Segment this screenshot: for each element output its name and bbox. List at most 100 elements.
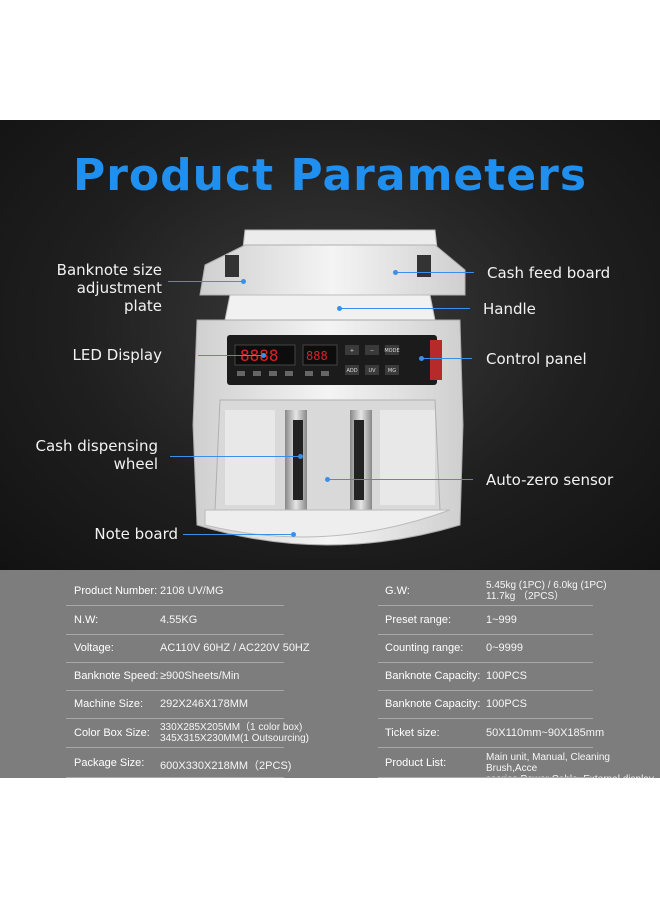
spec-key: Preset range: <box>385 614 452 626</box>
spec-key: Package Size: <box>74 757 145 769</box>
spec-value: 2108 UV/MG <box>160 585 224 597</box>
spec-divider <box>378 690 593 691</box>
callout-line-cash-dispensing <box>170 456 300 457</box>
spec-key: Product List: <box>385 757 447 769</box>
spec-row: Banknote Capacity: <box>385 670 480 682</box>
spec-key: G.W: <box>385 585 410 597</box>
spec-divider <box>66 662 284 663</box>
button-minus: − <box>370 348 374 354</box>
callout-banknote-size-line1: Banknote size <box>56 261 162 279</box>
spec-value-line: 345X315X230MM(1 Outsourcing) <box>160 733 309 744</box>
callout-auto-zero-sensor: Auto-zero sensor <box>486 471 614 489</box>
spec-key: Banknote Speed: <box>74 670 159 682</box>
page-title: Product Parameters <box>72 150 588 201</box>
spec-key: Ticket size: <box>385 727 440 739</box>
spec-row: Product Number: <box>74 585 157 597</box>
spec-divider <box>66 777 284 778</box>
spec-key: Machine Size: <box>74 698 144 710</box>
spec-value-line: 330X285X205MM（1 color box) <box>160 722 303 733</box>
spec-key: Counting range: <box>385 642 464 654</box>
callout-note-board: Note board <box>94 525 178 543</box>
spec-row: Banknote Capacity: <box>385 698 480 710</box>
callout-line-note-board <box>183 534 293 535</box>
callout-line-control-panel <box>422 358 472 359</box>
button-uv: UV <box>368 368 376 374</box>
callout-line-auto-zero <box>328 479 473 480</box>
callout-dot-note-board <box>291 532 296 537</box>
spec-row: Banknote Speed: <box>74 670 158 682</box>
spec-divider <box>378 777 593 778</box>
spec-value: 600X330X218MM（2PCS) <box>160 760 292 772</box>
callout-banknote-size-line2: adjustment plate <box>76 279 162 315</box>
callout-dot-led <box>261 353 266 358</box>
callout-dot-banknote-size <box>241 279 246 284</box>
callout-line-banknote-size <box>168 281 243 282</box>
spec-divider <box>66 634 284 635</box>
button-plus: + <box>350 348 354 354</box>
spec-divider <box>378 605 593 606</box>
spec-divider <box>378 634 593 635</box>
callout-cash-feed-board: Cash feed board <box>487 264 611 282</box>
spec-key: Product Number: <box>74 585 158 597</box>
spec-row: N.W: <box>74 614 98 626</box>
callout-line-led <box>198 355 263 356</box>
button-add: ADD <box>346 368 357 374</box>
spec-value: 5.45kg (1PC) / 6.0kg (1PC)11.7kg （2PCS） <box>486 580 607 602</box>
spec-divider <box>66 605 284 606</box>
spec-row: Preset range: <box>385 614 451 626</box>
spec-key: Color Box Size: <box>74 727 150 739</box>
callout-handle: Handle <box>483 300 536 318</box>
spec-value: 330X285X205MM（1 color box)345X315X230MM(… <box>160 722 309 744</box>
callout-dot-cash-dispensing <box>298 454 303 459</box>
spec-divider <box>66 718 284 719</box>
spec-value: 292X246X178MM <box>160 698 249 710</box>
callout-dot-auto-zero <box>325 477 330 482</box>
spec-value-line: 11.7kg （2PCS） <box>486 591 565 602</box>
top-margin <box>0 0 660 120</box>
spec-key: Banknote Capacity: <box>385 670 481 682</box>
callout-cash-dispensing-line1: Cash dispensing <box>35 437 158 455</box>
spec-divider <box>66 690 284 691</box>
spec-value: 1~999 <box>486 614 517 626</box>
spec-row: Package Size: <box>74 757 144 769</box>
spec-value: ≥900Sheets/Min <box>160 670 240 682</box>
spec-divider <box>378 662 593 663</box>
spec-key: Banknote Capacity: <box>385 698 481 710</box>
spec-value: 100PCS <box>486 698 527 710</box>
callout-banknote-size: Banknote size adjustment plate <box>36 261 162 315</box>
button-mg: MG <box>388 368 396 374</box>
button-mode: MODE <box>384 348 399 354</box>
callout-line-handle <box>340 308 470 309</box>
spec-row: Product List: <box>385 757 446 769</box>
spec-value-line: 5.45kg (1PC) / 6.0kg (1PC) <box>486 580 607 591</box>
spec-divider <box>378 747 593 748</box>
callout-cash-dispensing: Cash dispensing wheel <box>30 437 158 473</box>
spec-key: Voltage: <box>74 642 114 654</box>
spec-row: Ticket size: <box>385 727 440 739</box>
spec-row: Color Box Size: <box>74 727 150 739</box>
spec-value-line: Main unit, Manual, Cleaning Brush,Acce <box>486 752 610 774</box>
spec-value: 100PCS <box>486 670 527 682</box>
spec-value: 0~9999 <box>486 642 524 654</box>
callout-control-panel: Control panel <box>486 350 587 368</box>
spec-value: 50X110mm~90X185mm <box>486 727 605 739</box>
spec-row: Voltage: <box>74 642 114 654</box>
spec-panel <box>0 570 660 778</box>
callout-dot-handle <box>337 306 342 311</box>
spec-divider <box>378 718 593 719</box>
money-counter-illustration: 8888 888 + − MODE ADD UV MG <box>192 229 466 546</box>
callout-dot-cash-feed <box>393 270 398 275</box>
led-digits-right: 888 <box>306 349 328 363</box>
callout-cash-dispensing-line2: wheel <box>113 455 158 473</box>
spec-value: 4.55KG <box>160 614 198 626</box>
spec-row: Counting range: <box>385 642 463 654</box>
spec-key: N.W: <box>74 614 99 626</box>
bottom-margin <box>0 778 660 900</box>
callout-line-cash-feed <box>396 272 474 273</box>
spec-divider <box>66 747 284 748</box>
spec-row: Machine Size: <box>74 698 143 710</box>
callout-dot-control-panel <box>419 356 424 361</box>
spec-value: AC110V 60HZ / AC220V 50HZ <box>160 642 310 654</box>
callout-led-display: LED Display <box>72 346 162 364</box>
spec-row: G.W: <box>385 585 410 597</box>
